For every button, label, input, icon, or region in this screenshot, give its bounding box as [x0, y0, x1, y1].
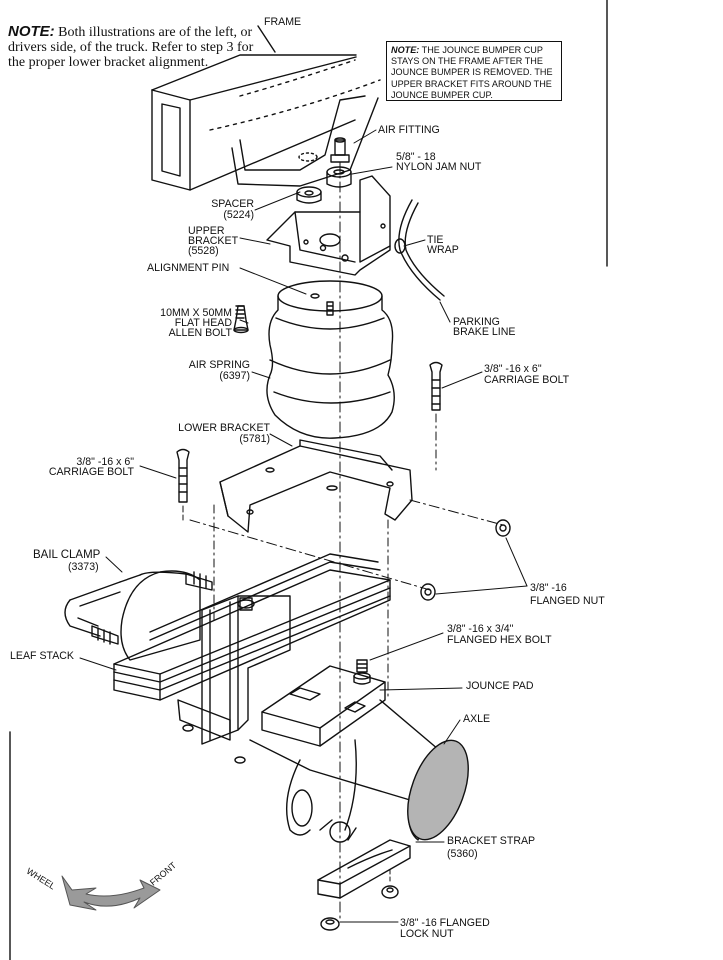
air-spring-part — [266, 280, 395, 439]
carriage-bolt-right — [429, 361, 443, 471]
label-lower-bracket: LOWER BRACKET — [178, 422, 270, 434]
alignment-pin-part — [310, 293, 320, 299]
label-alignment-pin: ALIGNMENT PIN — [147, 262, 230, 274]
label-bail-clamp: BAIL CLAMP — [33, 549, 101, 561]
label-bail-clamp-number: (3373) — [68, 561, 99, 573]
jounce-note-prefix: NOTE: — [391, 45, 420, 55]
label-carriage-bolt-right: CARRIAGE BOLT — [484, 374, 570, 386]
label-tie: TIE — [427, 234, 444, 246]
spring-seat — [177, 595, 291, 764]
label-allen-bolt: ALLEN BOLT — [168, 327, 232, 339]
top-note-text: Both illustrations are of the left, or d… — [8, 25, 254, 70]
align-line-nut-left — [189, 519, 431, 591]
lower-bracket-part — [213, 439, 413, 701]
leaf-stack-part — [113, 553, 391, 701]
label-carriage-bolt-left: CARRIAGE BOLT — [48, 466, 134, 478]
leader-lines — [79, 129, 528, 923]
label-hex-bolt: FLANGED HEX BOLT — [447, 634, 552, 646]
label-jounce-pad: JOUNCE PAD — [466, 680, 534, 692]
label-carriage-bolt-right-size: 3/8" -16 x 6" — [484, 363, 542, 375]
label-leaf-stack: LEAF STACK — [10, 650, 74, 662]
label-upper-bracket-1: UPPER — [188, 225, 225, 237]
label-wrap: WRAP — [427, 244, 459, 256]
label-spacer: SPACER — [211, 198, 254, 210]
label-air-spring-number: (6397) — [219, 370, 250, 382]
hex-bolt-part — [353, 659, 371, 685]
allen-bolt-part — [233, 305, 249, 334]
bail-clamp-part — [64, 571, 213, 645]
label-jam-nut-size: 5/8" - 18 — [396, 151, 436, 163]
label-allen-bolt-size: 10MM X 50MM — [160, 307, 232, 319]
jounce-bumper-cup — [296, 152, 322, 204]
axle-end-cap — [407, 739, 469, 841]
label-upper-bracket-number: (5528) — [188, 245, 219, 257]
label-jam-nut: NYLON JAM NUT — [396, 161, 482, 173]
label-lower-bracket-number: (5781) — [239, 433, 270, 445]
label-flanged-nut: FLANGED NUT — [530, 595, 605, 607]
flanged-nut-right — [495, 519, 511, 537]
label-air-spring: AIR SPRING — [188, 359, 250, 371]
label-bracket-strap-number: (5360) — [447, 848, 478, 860]
lock-nut-left — [320, 917, 340, 931]
label-air-fitting: AIR FITTING — [378, 124, 440, 136]
upper-bracket-part — [266, 175, 391, 276]
label-upper-bracket-2: BRACKET — [188, 235, 239, 247]
label-hex-bolt-size: 3/8" -16 x 3/4" — [447, 623, 514, 635]
label-brake-line: BRAKE LINE — [453, 326, 516, 338]
jam-nut-part — [326, 166, 352, 188]
label-lock-nut-size: 3/8" -16 FLANGED — [400, 917, 490, 929]
jounce-pad-part — [261, 665, 386, 747]
air-fitting-part — [330, 137, 350, 921]
align-line-nut-right — [409, 499, 504, 526]
label-parking: PARKING — [453, 316, 500, 328]
jounce-note-box: NOTE: THE JOUNCE BUMPER CUP STAYS ON THE… — [386, 41, 562, 101]
label-bracket-strap: BRACKET STRAP — [447, 835, 536, 847]
wheel-front-direction-arrow — [61, 875, 161, 911]
bracket-strap-part — [317, 839, 411, 899]
label-spacer-number: (5224) — [223, 209, 254, 221]
axle-tube-left — [120, 570, 201, 661]
label-carriage-bolt-left-size: 3/8" -16 x 6" — [76, 456, 134, 468]
label-axle: AXLE — [463, 713, 491, 725]
jounce-note-text: THE JOUNCE BUMPER CUP STAYS ON THE FRAME… — [391, 45, 553, 100]
lock-nut-right — [381, 869, 399, 899]
label-flanged-nut-size: 3/8" -16 — [530, 582, 567, 594]
flanged-nut-left — [420, 583, 436, 601]
top-note-prefix: NOTE: — [8, 23, 55, 40]
frame-rail — [151, 25, 381, 191]
label-lock-nut: LOCK NUT — [400, 928, 454, 940]
carriage-bolt-left — [176, 448, 190, 521]
label-frame: FRAME — [264, 16, 302, 28]
label-allen-bolt-head: FLAT HEAD — [174, 317, 232, 329]
top-note: NOTE: Both illustrations are of the left… — [8, 24, 258, 70]
